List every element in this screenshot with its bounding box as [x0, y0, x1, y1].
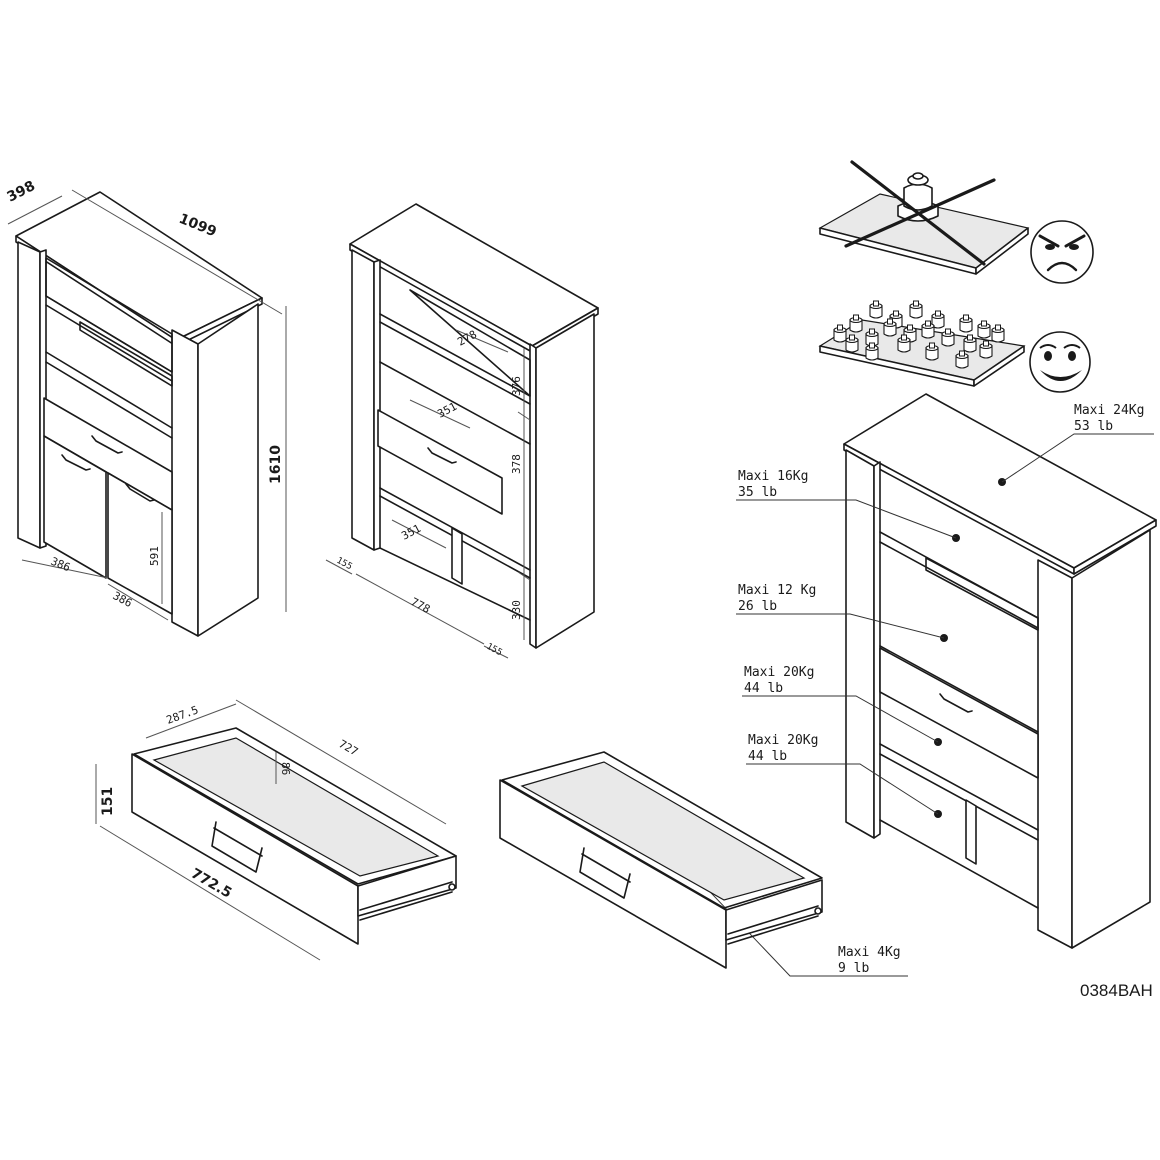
load-label-drawer-shelf: Maxi 20Kg [744, 665, 814, 680]
load-limit-markers [672, 433, 1154, 977]
middle-height-dimension: 378 [510, 454, 523, 474]
load-label-top-lb: 53 lb [1074, 419, 1113, 434]
height-dimension: 1610 [268, 445, 284, 484]
weight-knob [837, 324, 843, 331]
weight-knob [887, 318, 893, 325]
weight-knob [873, 300, 879, 307]
load-limit-labels: Maxi 24Kg 53 lb Maxi 16Kg 35 lb Maxi 12 … [738, 403, 1144, 976]
drawer-load-view [499, 751, 823, 969]
load-label-middle-shelf: Maxi 12 Kg [738, 583, 816, 598]
lower-height-dimension: 330 [510, 600, 523, 620]
weight-knob [869, 328, 875, 335]
weight-knob [913, 300, 919, 307]
weight-knob [981, 320, 987, 327]
inner-width-dimension: 778 [409, 595, 433, 616]
load-label-drawer: Maxi 4Kg [838, 945, 901, 960]
weight-knob [901, 334, 907, 341]
upper-height-dimension: 376 [510, 376, 523, 396]
weight-knob [925, 320, 931, 327]
drawer-inner-height-dimension: 86 [279, 762, 292, 775]
drawer-dimensioned-view [95, 699, 457, 961]
weight-knob [869, 342, 875, 349]
weight-knob [935, 310, 941, 317]
point-load-warning [818, 160, 1030, 275]
load-label-upper-shelf-lb: 35 lb [738, 485, 777, 500]
load-label-upper-shelf: Maxi 16Kg [738, 469, 808, 484]
cabinet-interior-dimensions: 278 351 351 376 378 330 778 155 155 [335, 328, 523, 658]
cabinet-closed-dimensions: 398 1099 1610 591 386 386 [5, 178, 287, 621]
drawer-depth-lower-dimension: 351 [399, 522, 423, 543]
load-label-top: Maxi 24Kg [1074, 403, 1144, 418]
door-height-dimension: 591 [148, 546, 161, 566]
door-width-left-dimension: 386 [49, 555, 72, 574]
weight-knob [907, 324, 913, 331]
weight-knob [893, 310, 899, 317]
smiley-face-icon [1029, 331, 1091, 393]
reference-code: 0384BAH [1080, 981, 1153, 1000]
weight-knob [963, 314, 969, 321]
door-width-right-dimension: 386 [111, 589, 135, 610]
load-label-bottom-shelf: Maxi 20Kg [748, 733, 818, 748]
angry-face-icon [1030, 220, 1094, 284]
weight-knob [945, 328, 951, 335]
load-label-bottom-shelf-lb: 44 lb [748, 749, 787, 764]
weight-knob [853, 314, 859, 321]
cabinet-load-view [843, 393, 1157, 949]
drawer-front-height-dimension: 151 [100, 787, 116, 816]
weight-knob [929, 342, 935, 349]
width-dimension: 1099 [177, 211, 219, 240]
drawer-depth-dimension: 287.5 [165, 703, 201, 727]
cabinet-closed-view [15, 191, 263, 637]
cabinet-interior-view [325, 203, 599, 659]
load-label-drawer-shelf-lb: 44 lb [744, 681, 783, 696]
weight-knob [967, 334, 973, 341]
foot-right-dimension: 155 [485, 642, 504, 658]
cross-out-icon [844, 160, 996, 266]
distributed-load-recommendation [818, 300, 1026, 387]
load-label-drawer-lb: 9 lb [838, 961, 869, 976]
load-label-middle-shelf-lb: 26 lb [738, 599, 777, 614]
weight-knob [995, 324, 1001, 331]
weight-knob [959, 350, 965, 357]
weight-knob [849, 334, 855, 341]
drawer-inner-length-dimension: 727 [337, 737, 361, 758]
weight-knob [983, 340, 989, 347]
depth-dimension: 398 [5, 178, 38, 206]
